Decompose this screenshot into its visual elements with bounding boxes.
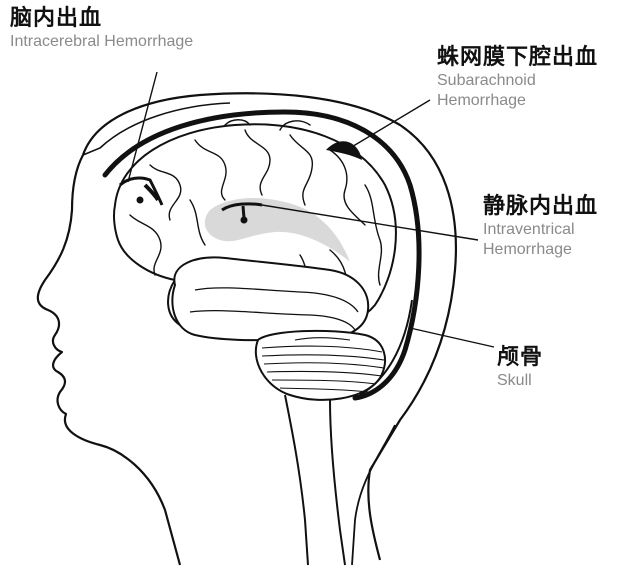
label-intraventricular-en-2: Hemorrhage [483, 240, 598, 259]
label-intraventricular: 静脉内出血 Intraventrical Hemorrhage [483, 194, 598, 259]
label-skull-zh: 颅骨 [497, 345, 543, 371]
neck-back-outline [352, 425, 395, 565]
label-subarachnoid-en-2: Hemorrhage [437, 91, 598, 110]
leader-skull [410, 328, 494, 347]
label-skull-en: Skull [497, 371, 543, 390]
label-intracerebral: 脑内出血 Intracerebral Hemorrhage [10, 6, 193, 52]
label-skull: 颅骨 Skull [497, 345, 543, 391]
label-intracerebral-en: Intracerebral Hemorrhage [10, 32, 193, 51]
label-intraventricular-zh: 静脉内出血 [483, 194, 598, 220]
brain-stem [285, 395, 345, 565]
label-intraventricular-en-1: Intraventrical [483, 220, 598, 239]
label-subarachnoid: 蛛网膜下腔出血 Subarachnoid Hemorrhage [437, 45, 598, 110]
label-intracerebral-zh: 脑内出血 [10, 6, 193, 32]
label-subarachnoid-en-1: Subarachnoid [437, 71, 598, 90]
label-subarachnoid-zh: 蛛网膜下腔出血 [437, 45, 598, 71]
